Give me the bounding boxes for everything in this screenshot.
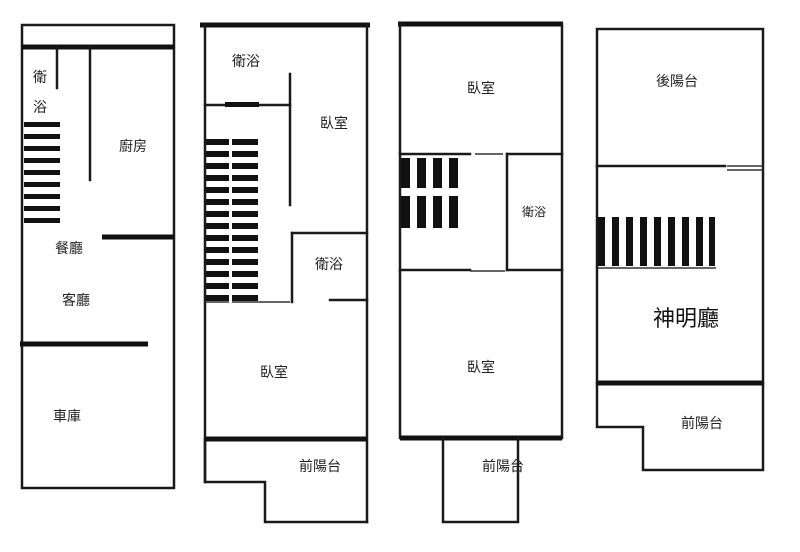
stair-tread [626,217,633,266]
stair-tread [24,182,60,187]
stair-tread [417,196,426,228]
stair-tread [401,158,410,188]
stair-tread [24,146,60,151]
stair-tread [598,217,605,266]
stair-tread [24,206,60,211]
floor-2-staircase [206,137,258,303]
floor-1: 衛 浴 廚房 餐廳 客廳 車庫 [20,23,176,490]
stair-tread [709,217,715,266]
stair-tread [682,217,689,266]
floor-1-kitchen-label: 廚房 [119,138,147,155]
floor-3-bedroom-bottom-label: 臥室 [467,359,495,376]
floor-1-living-label: 客廳 [62,292,90,309]
floor-4-staircase [598,217,716,269]
floor-2-bedroom-top-label: 臥室 [320,115,348,132]
stair-divider [229,137,232,303]
stair-tread [433,158,442,188]
stair-tread [24,170,60,175]
floor-2-door-marker [225,102,259,107]
stair-tread [24,158,60,163]
floor-1-outline [20,23,176,490]
floor-4-rear-balcony-label: 後陽台 [656,74,698,90]
stair-tread [24,122,60,127]
stair-tread [668,217,675,266]
stair-tread [696,217,703,266]
stair-tread [449,196,458,228]
stair-tread [433,196,442,228]
stair-tread [449,158,458,188]
stair-tread [24,218,60,223]
floor-4-balcony-outline [595,381,765,472]
stair-tread [612,217,619,266]
floor-3-balcony-outline [441,436,520,524]
floor-1-staircase [24,122,60,223]
stair-tread [24,134,60,139]
stair-tread [24,194,60,199]
floor-2-front-balcony-label: 前陽台 [299,458,341,475]
floor-3-bedroom-top-label: 臥室 [467,80,495,97]
floor-2-bath-top-label: 衛浴 [232,54,260,70]
floor-2-balcony-outline [203,437,369,524]
floor-1-garage-label: 車庫 [53,408,81,425]
floor-3-staircase [401,158,458,228]
floor-3-front-balcony-label: 前陽台 [482,458,524,475]
floor-1-bath-label-2: 浴 [33,100,47,116]
stair-tread [401,196,410,228]
floor-3-bath-label: 衛浴 [522,205,546,219]
floor-1-dining-label: 餐廳 [55,240,83,257]
stair-tread [417,158,426,188]
floor-1-bath-label-1: 衛 [33,70,47,86]
stair-tread [654,217,661,266]
floor-4: 後陽台 神明廳 前陽台 [595,27,765,472]
floor-4-shrine-label: 神明廳 [653,307,719,332]
floor-2-bath-mid-label: 衛浴 [315,257,343,273]
floor-2: 衛浴 臥室 衛浴 臥室 前陽台 [200,22,370,524]
floor-4-front-balcony-label: 前陽台 [681,415,723,432]
stair-tread [640,217,647,266]
floor-2-bedroom-bottom-label: 臥室 [260,364,288,381]
floor-3: 臥室 衛浴 臥室 前陽台 [398,21,564,524]
